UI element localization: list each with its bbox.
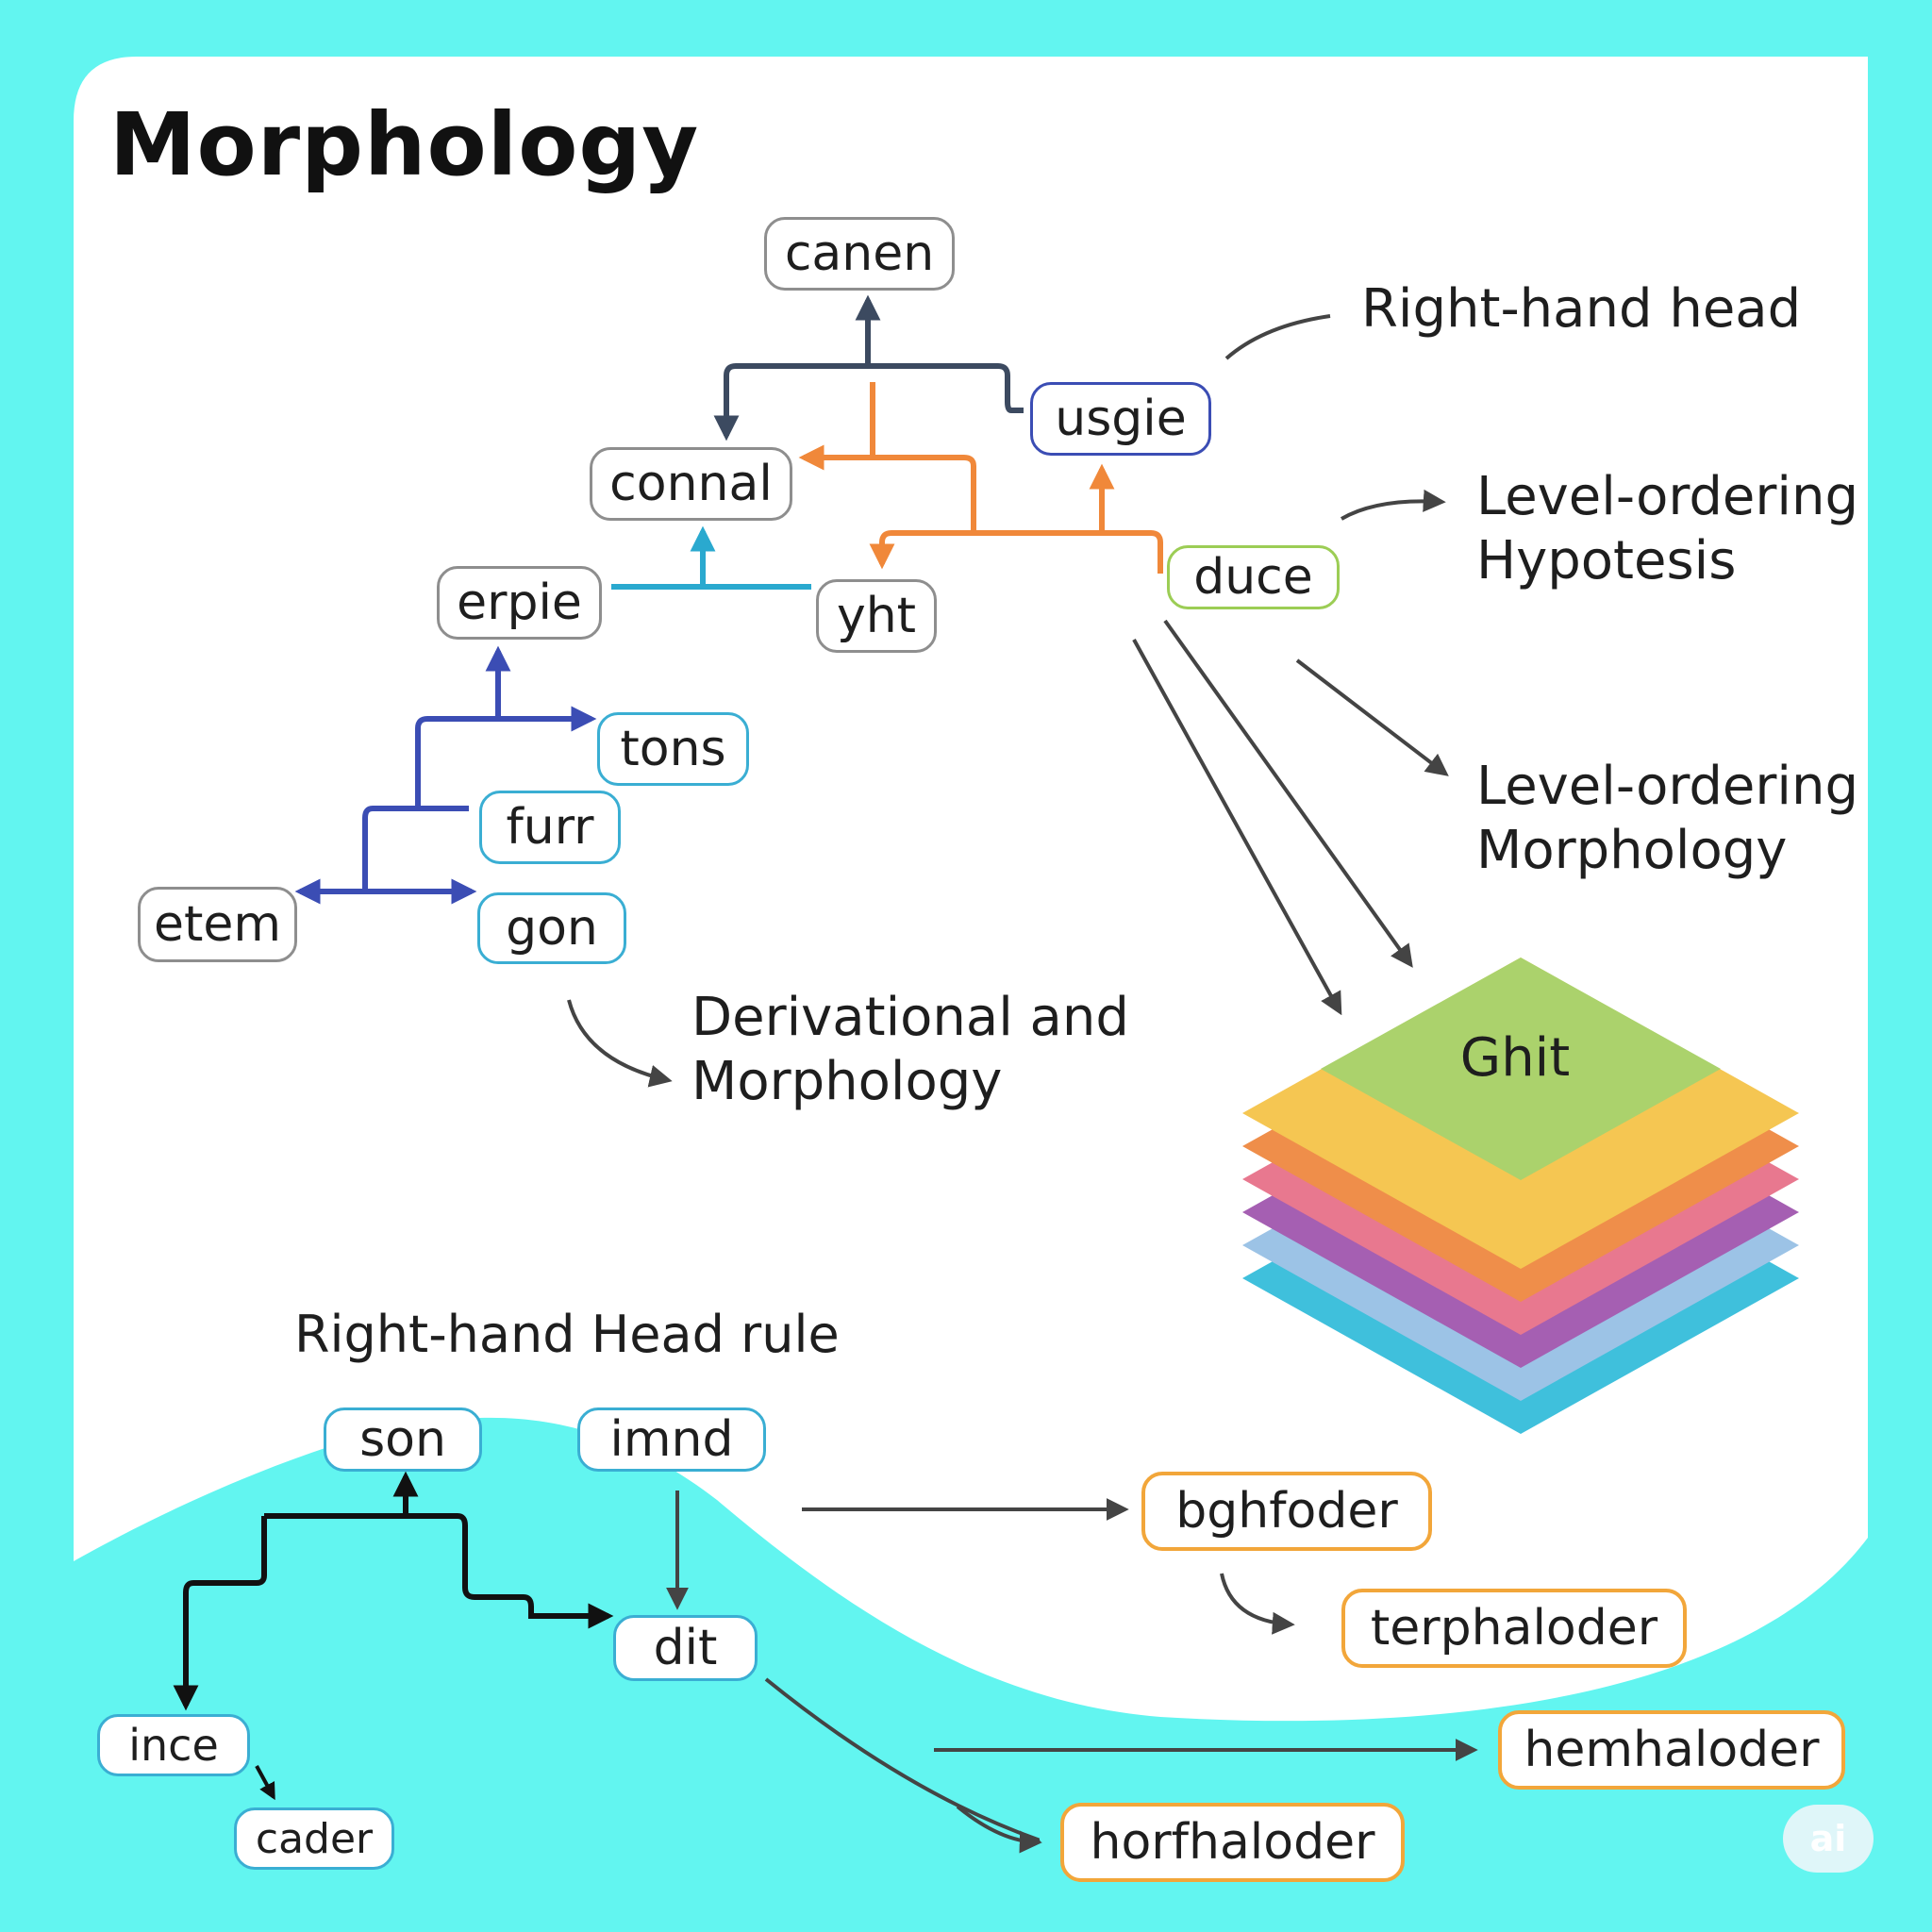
- label-level-ordering-morphology-2: Morphology: [1476, 820, 1788, 881]
- arrow-to-terphaloder: [1220, 1573, 1295, 1635]
- arrow-to-dit-from-son: [264, 1513, 614, 1629]
- node-imnd[interactable]: imnd: [577, 1407, 766, 1472]
- arrow-level-ordering-morphology: [1295, 658, 1449, 776]
- node-dit[interactable]: dit: [613, 1615, 758, 1681]
- arrow-orange-to-connal: [798, 444, 976, 533]
- curve-right-hand-head: [1224, 314, 1331, 360]
- node-connal[interactable]: connal: [590, 447, 792, 521]
- page-title: Morphology: [109, 94, 700, 195]
- label-level-ordering-morphology-1: Level-ordering: [1476, 756, 1858, 817]
- node-bghfoder[interactable]: bghfoder: [1141, 1472, 1432, 1551]
- node-usgie[interactable]: usgie: [1030, 382, 1211, 456]
- label-level-ordering-hypotesis-1: Level-ordering: [1476, 466, 1858, 527]
- arrow-level-ordering-hypotesis: [1340, 489, 1446, 521]
- node-canen[interactable]: canen: [764, 217, 955, 291]
- node-etem[interactable]: etem: [138, 887, 297, 962]
- node-horfhaloder[interactable]: horfhaloder: [1060, 1803, 1405, 1882]
- label-derivational-2: Morphology: [691, 1051, 1003, 1112]
- label-derivational-1: Derivational and: [691, 987, 1129, 1048]
- label-level-ordering-hypotesis-2: Hypotesis: [1476, 530, 1737, 591]
- arrow-to-cader: [255, 1765, 275, 1801]
- stack-top-label: Ghit: [1460, 1027, 1570, 1089]
- arrow-orange-to-yht: [869, 530, 1163, 574]
- arrow-to-connal: [713, 363, 1024, 441]
- node-tons[interactable]: tons: [597, 712, 749, 786]
- arrow-to-stack-left: [1132, 639, 1342, 1016]
- arrow-head-horfhaloder: [956, 1805, 1042, 1854]
- node-ince[interactable]: ince: [97, 1714, 250, 1776]
- node-cader[interactable]: cader: [234, 1807, 394, 1870]
- label-right-hand-head-rule: Right-hand Head rule: [294, 1305, 840, 1364]
- ai-logo: ai: [1783, 1805, 1874, 1873]
- node-terphaloder[interactable]: terphaloder: [1341, 1589, 1687, 1668]
- node-erpie[interactable]: erpie: [437, 566, 602, 640]
- node-furr[interactable]: furr: [479, 791, 621, 864]
- arrow-derivational: [567, 999, 673, 1088]
- node-gon[interactable]: gon: [477, 892, 626, 964]
- arrow-to-stack-right: [1163, 619, 1413, 968]
- stack-layer-7: [1321, 958, 1721, 1180]
- arrow-to-ince: [173, 1516, 267, 1711]
- arrow-navy-to-tons: [415, 706, 597, 808]
- node-hemhaloder[interactable]: hemhaloder: [1498, 1710, 1845, 1790]
- navy-furr-branch: [362, 806, 469, 891]
- node-son[interactable]: son: [324, 1407, 482, 1472]
- node-duce[interactable]: duce: [1167, 545, 1340, 609]
- label-right-hand-head: Right-hand head: [1361, 278, 1802, 340]
- node-yht[interactable]: yht: [816, 579, 937, 653]
